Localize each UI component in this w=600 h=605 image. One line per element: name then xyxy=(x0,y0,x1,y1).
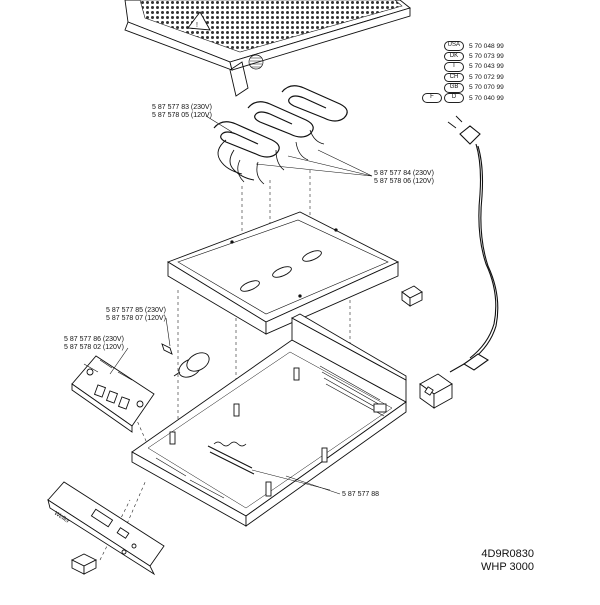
base-chassis xyxy=(131,313,407,527)
power-cord-table: USA 5 70 048 99 DK 5 70 073 99 I 5 70 04… xyxy=(418,41,518,103)
front-panel xyxy=(47,481,165,576)
country-code: F xyxy=(422,93,442,103)
label-small-part: 5 87 577 85 (230V) 5 87 578 07 (120V) xyxy=(106,307,166,322)
label-pcb: 5 87 577 86 (230V) 5 87 578 02 (120V) xyxy=(64,336,124,351)
part-number: 5 70 070 99 xyxy=(469,84,504,92)
cord-row: F D 5 70 040 99 xyxy=(418,93,518,103)
part-number: 5 70 072 99 xyxy=(469,73,504,81)
label-heater-right: 5 87 577 84 (230V) 5 87 578 06 (120V) xyxy=(374,170,434,185)
label-heater-top: 5 87 577 83 (230V) 5 87 578 05 (120V) xyxy=(152,104,212,119)
cord-row: GB 5 70 070 99 xyxy=(418,83,518,93)
heating-tray xyxy=(166,211,400,335)
label-bracket: 5 87 577 88 xyxy=(342,491,379,498)
cord-row: DK 5 70 073 99 xyxy=(418,51,518,62)
power-socket xyxy=(419,373,453,409)
model-name: WHP 3000 xyxy=(481,561,534,573)
country-code: GB xyxy=(444,83,464,93)
small-connector xyxy=(401,285,423,307)
cord-row: USA 5 70 048 99 xyxy=(418,41,518,51)
cord-row: I 5 70 043 99 xyxy=(418,62,518,72)
part-number: 5 70 073 99 xyxy=(469,53,504,61)
cylinder-part xyxy=(161,343,210,378)
svg-text:!: ! xyxy=(196,22,198,29)
heating-elements xyxy=(213,85,348,185)
country-code: I xyxy=(444,62,464,72)
country-code: DK xyxy=(444,51,464,62)
power-cord xyxy=(447,115,499,373)
country-code: CH xyxy=(444,72,464,83)
leader-lines xyxy=(109,115,373,495)
top-cover: ! xyxy=(124,0,411,97)
bracket-spring xyxy=(207,441,331,491)
country-code: D xyxy=(444,93,464,103)
part-number: 5 70 040 99 xyxy=(469,94,504,102)
part-number: 5 70 043 99 xyxy=(469,63,504,71)
drawing-number: 4D9R0830 xyxy=(481,548,534,560)
control-pcb xyxy=(71,355,155,433)
country-code: USA xyxy=(443,41,464,51)
cord-row: CH 5 70 072 99 xyxy=(418,72,518,83)
rocker-switch xyxy=(70,553,98,575)
part-number: 5 70 048 99 xyxy=(469,42,504,50)
